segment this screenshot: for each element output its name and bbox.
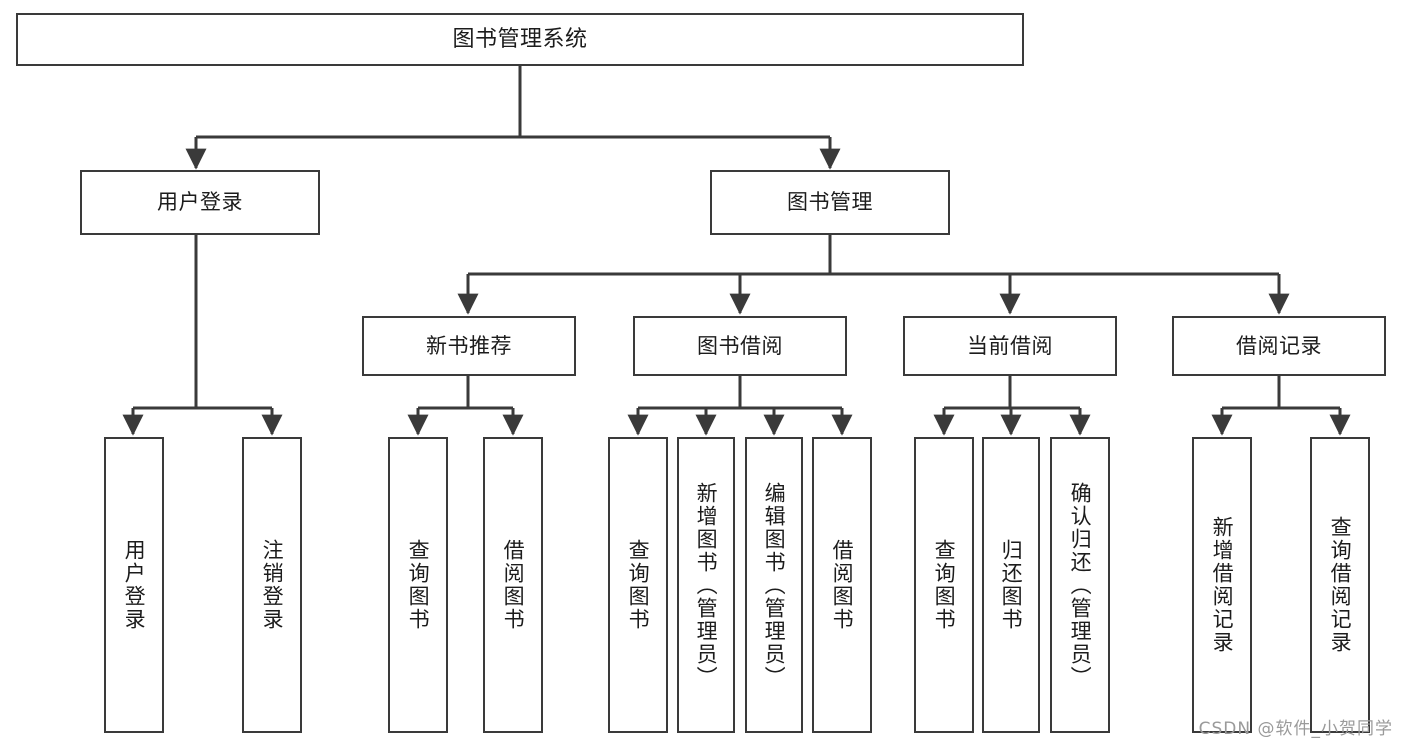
node-user-login[interactable]: 用户登录 — [80, 170, 320, 235]
node-leaf-user-login[interactable]: 用户登录 — [104, 437, 164, 733]
node-leaf-query-book-3[interactable]: 查询图书 — [914, 437, 974, 733]
node-leaf-query-record-label: 查询借阅记录 — [1328, 516, 1353, 654]
node-root[interactable]: 图书管理系统 — [16, 13, 1024, 66]
watermark: CSDN @软件_小贺同学 — [1198, 719, 1393, 739]
node-leaf-query-book-3-label: 查询图书 — [932, 539, 957, 631]
node-leaf-add-book-label: 新增图书（管理员） — [694, 481, 719, 689]
node-current-borrow[interactable]: 当前借阅 — [903, 316, 1117, 376]
node-book-manage[interactable]: 图书管理 — [710, 170, 950, 235]
node-leaf-query-record[interactable]: 查询借阅记录 — [1310, 437, 1370, 733]
node-leaf-borrow-book-2-label: 借阅图书 — [830, 539, 855, 631]
node-user-login-label: 用户登录 — [157, 190, 243, 215]
node-leaf-borrow-book-1-label: 借阅图书 — [501, 539, 526, 631]
node-borrow-record-label: 借阅记录 — [1236, 333, 1322, 358]
node-leaf-confirm-return-label: 确认归还（管理员） — [1068, 481, 1093, 689]
node-book-manage-label: 图书管理 — [787, 190, 873, 215]
node-leaf-add-record[interactable]: 新增借阅记录 — [1192, 437, 1252, 733]
node-borrow-record[interactable]: 借阅记录 — [1172, 316, 1386, 376]
node-leaf-borrow-book-2[interactable]: 借阅图书 — [812, 437, 872, 733]
node-new-book-recommend[interactable]: 新书推荐 — [362, 316, 576, 376]
node-leaf-confirm-return[interactable]: 确认归还（管理员） — [1050, 437, 1110, 733]
node-leaf-edit-book[interactable]: 编辑图书（管理员） — [745, 437, 803, 733]
node-leaf-add-record-label: 新增借阅记录 — [1210, 516, 1235, 654]
node-leaf-add-book[interactable]: 新增图书（管理员） — [677, 437, 735, 733]
node-leaf-query-book-2[interactable]: 查询图书 — [608, 437, 668, 733]
node-leaf-return-book-label: 归还图书 — [999, 539, 1024, 631]
node-leaf-edit-book-label: 编辑图书（管理员） — [762, 481, 787, 689]
node-leaf-borrow-book-1[interactable]: 借阅图书 — [483, 437, 543, 733]
node-book-borrow-label: 图书借阅 — [697, 333, 783, 358]
node-current-borrow-label: 当前借阅 — [967, 333, 1053, 358]
node-root-label: 图书管理系统 — [452, 26, 588, 52]
node-leaf-query-book-1[interactable]: 查询图书 — [388, 437, 448, 733]
node-leaf-query-book-1-label: 查询图书 — [406, 539, 431, 631]
node-leaf-query-book-2-label: 查询图书 — [626, 539, 651, 631]
node-leaf-logout[interactable]: 注销登录 — [242, 437, 302, 733]
node-leaf-return-book[interactable]: 归还图书 — [982, 437, 1040, 733]
node-leaf-user-login-label: 用户登录 — [122, 539, 147, 631]
node-new-book-recommend-label: 新书推荐 — [426, 333, 512, 358]
node-book-borrow[interactable]: 图书借阅 — [633, 316, 847, 376]
node-leaf-logout-label: 注销登录 — [260, 539, 285, 631]
